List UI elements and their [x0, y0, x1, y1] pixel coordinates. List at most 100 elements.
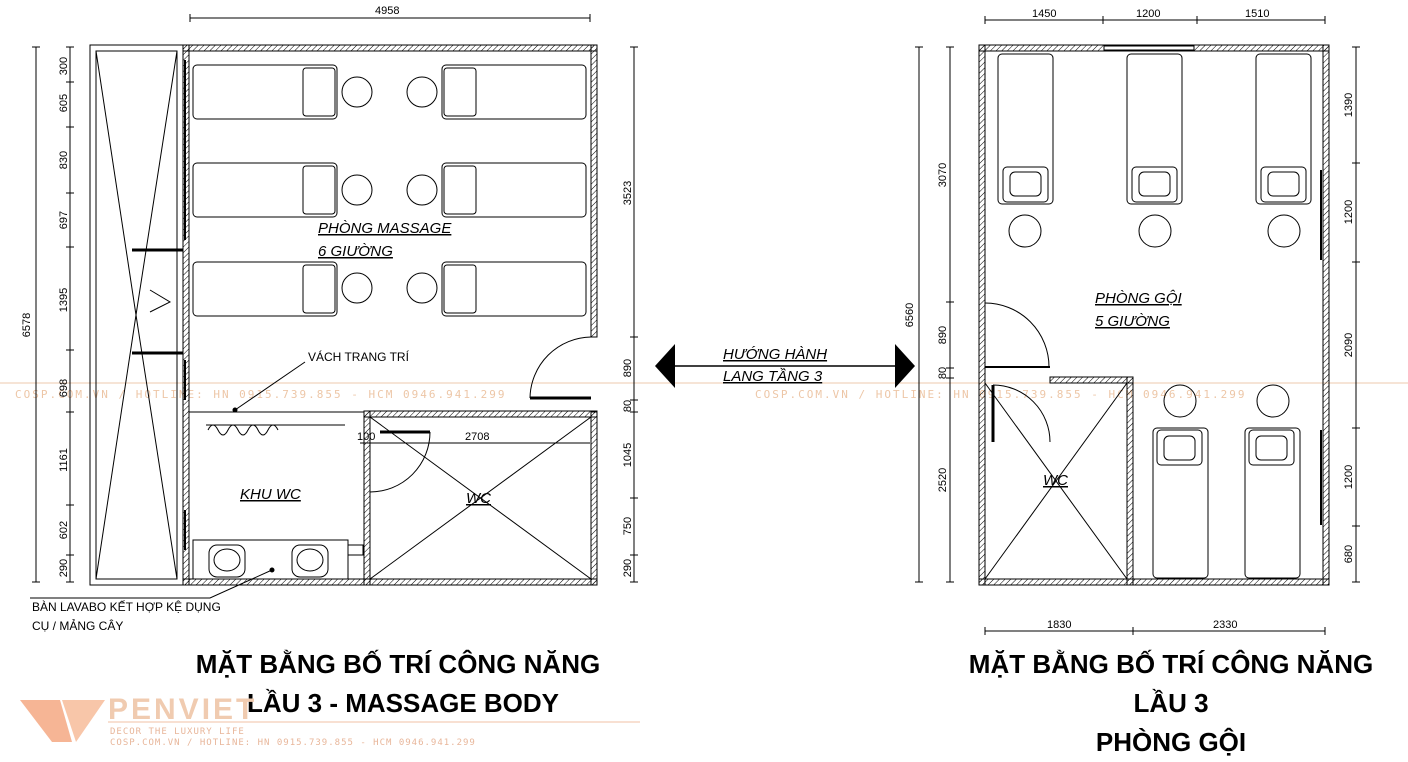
dim-left-7: 602: [58, 521, 70, 539]
side-strip-inner: [95, 50, 178, 580]
wc-area-label: KHU WC: [240, 486, 301, 503]
wash-basin: [1131, 166, 1178, 203]
logo-mark-icon: [20, 700, 72, 742]
corridor-arrow: HƯỚNG HÀNH LANG TẦNG 3: [655, 344, 915, 388]
wc-door-swing: [369, 431, 431, 493]
massage-beds: [192, 64, 587, 317]
wash-basin: [1002, 166, 1049, 203]
lavabo-leader: [30, 569, 273, 599]
left-title-line1: MẶT BẰNG BỐ TRÍ CÔNG NĂNG: [196, 649, 600, 679]
right-title-line3: PHÒNG GỘI: [1096, 727, 1246, 757]
dim-right-3: 1045: [622, 443, 634, 467]
wc-wall-left: [363, 410, 371, 586]
wash-basin: [1248, 429, 1295, 466]
dim-right-2: 2090: [1343, 333, 1355, 357]
watermark-text-left: COSP.COM.VN / HOTLINE: HN 0915.739.855 -…: [15, 388, 507, 401]
stool: [341, 174, 373, 206]
stool: [1138, 214, 1172, 248]
stool: [1163, 384, 1197, 418]
shampoo-bed: [1126, 53, 1183, 205]
logo-tagline: DECOR THE LUXURY LIFE: [110, 727, 245, 737]
watermark-band: COSP.COM.VN / HOTLINE: HN 0915.739.855 -…: [0, 382, 1408, 401]
dim-top-2: 1510: [1245, 8, 1269, 20]
right-plan-labels: 1450 1200 1510 6560 3070 890 80 2520 139…: [904, 8, 1373, 757]
left-plan: [30, 14, 638, 599]
dim-overall-left: 6560: [904, 303, 916, 327]
entrance-door-swing: [984, 302, 1050, 368]
wc-wall-top: [1049, 376, 1134, 384]
dim-left-0: 300: [58, 57, 70, 75]
dim-left-2: 80: [937, 367, 949, 379]
stool: [406, 76, 438, 108]
corridor-label-line2: LANG TẦNG 3: [723, 368, 823, 385]
stool: [1256, 384, 1290, 418]
lavabo-note-line2: CỤ / MẢNG CÂY: [32, 618, 123, 633]
stool: [1008, 214, 1042, 248]
right-plan: [915, 16, 1360, 635]
wall-right-upper: [590, 44, 598, 338]
right-title-line1: MẶT BẰNG BỐ TRÍ CÔNG NĂNG: [969, 649, 1373, 679]
stool: [1267, 214, 1301, 248]
sink: [291, 544, 329, 578]
massage-bed: [441, 162, 587, 218]
dim-bottom-1: 2330: [1213, 619, 1237, 631]
dim-right-0: 3523: [622, 181, 634, 205]
stools: [341, 76, 438, 304]
massage-room-label: PHÒNG MASSAGE: [318, 220, 452, 237]
wall-bottom: [978, 578, 1330, 586]
wc-wall-top: [363, 410, 598, 418]
stool: [341, 272, 373, 304]
dim-right-4: 680: [1343, 545, 1355, 563]
partition-leader: [234, 361, 306, 411]
dim-left-0: 3070: [937, 163, 949, 187]
dim-left-4: 1395: [58, 288, 70, 312]
stool: [406, 272, 438, 304]
wash-basin: [1156, 429, 1203, 466]
shampoo-room-label: PHÒNG GỘI: [1095, 290, 1182, 307]
dim-bottom-0: 1830: [1047, 619, 1071, 631]
sink: [208, 544, 246, 578]
dim-left-5: 698: [58, 379, 70, 397]
dim-right-0: 1390: [1343, 93, 1355, 117]
side-strip-cross: [95, 50, 137, 316]
dim-left-8: 290: [58, 559, 70, 577]
dim-right-1: 1200: [1343, 200, 1355, 224]
shampoo-bed: [1255, 53, 1312, 205]
dim-right-5: 290: [622, 559, 634, 577]
wall-right-lower: [590, 411, 598, 586]
dim-inner-0: 100: [357, 431, 375, 443]
wall-top: [182, 44, 598, 52]
arrow-head-left: [655, 344, 675, 388]
massage-bed: [441, 261, 587, 317]
logo-contact: COSP.COM.VN / HOTLINE: HN 0915.739.855 -…: [110, 738, 476, 748]
wc-wall-right: [1126, 376, 1134, 586]
right-title-line2: LẦU 3: [1133, 688, 1208, 718]
stool: [341, 76, 373, 108]
watermark-text-right: COSP.COM.VN / HOTLINE: HN 0915.739.855 -…: [755, 388, 1247, 401]
dim-left-1: 890: [937, 326, 949, 344]
left-title-line2: LẦU 3 - MASSAGE BODY: [247, 688, 559, 718]
entrance-door-swing: [529, 336, 592, 399]
lavabo-counter: [192, 539, 349, 580]
wc-label-left: WC: [466, 490, 491, 507]
top-window: [1103, 45, 1195, 51]
shampoo-bed: [1152, 427, 1209, 579]
dim-left-2: 830: [58, 151, 70, 169]
left-plan-labels: 4958 6578 300 605 830 697 1395 698 1161 …: [21, 5, 634, 718]
massage-bed: [192, 261, 338, 317]
massage-bed: [441, 64, 587, 120]
massage-bed: [192, 64, 338, 120]
side-strip: [89, 44, 184, 586]
dim-left-1: 605: [58, 94, 70, 112]
wc-label-right: WC: [1043, 472, 1068, 489]
corridor-label-line1: HƯỚNG HÀNH: [723, 346, 827, 363]
lavabo-note-line1: BÀN LAVABO KẾT HỢP KỆ DỤNG: [32, 599, 221, 614]
logo-brand: PENVIET: [108, 693, 257, 726]
dim-top: 4958: [375, 5, 399, 17]
dim-right-3: 1200: [1343, 465, 1355, 489]
dim-left-6: 1161: [58, 448, 70, 472]
dim-overall-left: 6578: [21, 313, 33, 337]
dim-right-4: 750: [622, 517, 634, 535]
plant-wave: [207, 424, 279, 436]
